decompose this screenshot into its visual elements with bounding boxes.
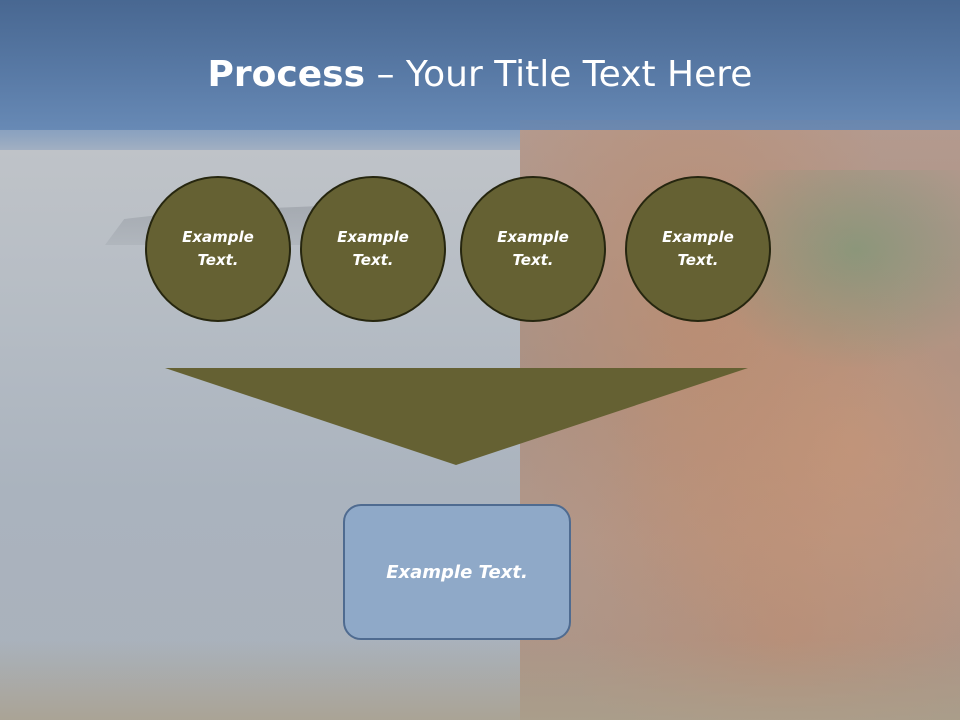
slide-title: Process – Your Title Text Here (0, 50, 960, 100)
title-rest: – Your Title Text Here (365, 54, 753, 95)
step-2-line-1: Example (337, 228, 409, 246)
title-bold: Process (207, 54, 366, 95)
result-box: Example Text. (343, 504, 571, 640)
step-2-line-2: Text. (352, 251, 394, 269)
merge-arrow-shape (165, 368, 748, 465)
step-1-line-2: Text. (197, 251, 239, 269)
step-3-line-2: Text. (512, 251, 554, 269)
step-4-line-2: Text. (677, 251, 719, 269)
result-label: Example Text. (386, 561, 528, 583)
step-4-line-1: Example (662, 228, 734, 246)
step-3-line-1: Example (497, 228, 569, 246)
step-1-line-1: Example (182, 228, 254, 246)
merge-arrow (165, 368, 748, 465)
title-band (0, 0, 960, 130)
foreground (0, 640, 960, 720)
